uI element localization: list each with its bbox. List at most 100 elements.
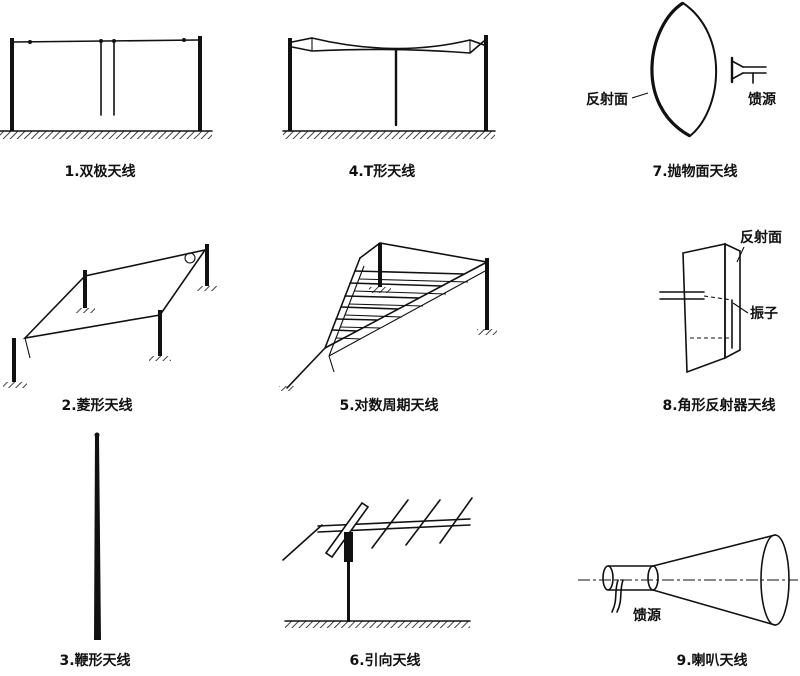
right-pole	[198, 36, 202, 131]
whip-rod	[94, 436, 101, 640]
left-boundary-lower	[328, 265, 365, 357]
dipole-wire	[13, 39, 199, 43]
right-pole	[484, 35, 488, 131]
top-wire-lower	[291, 40, 485, 54]
whip-tip	[94, 432, 100, 438]
caption-rhombic: 2.菱形天线	[61, 397, 132, 414]
mast-clamp	[344, 532, 353, 562]
pole	[205, 244, 209, 286]
caption-corner-reflector: 8.角形反射器天线	[662, 397, 775, 414]
panel-whip-antenna: 3.鞭形天线	[59, 432, 131, 669]
horn-aperture	[760, 534, 790, 626]
panel-dipole-antenna: 1.双极天线	[0, 36, 213, 180]
caption-parabolic: 7.抛物面天线	[652, 163, 737, 180]
element-lower	[353, 290, 447, 295]
panel-log-periodic-antenna: 5.对数周期天线	[279, 242, 497, 414]
ground-hatch	[369, 287, 391, 293]
panel-yagi-antenna: 6.引向天线	[282, 497, 473, 669]
insulator	[28, 40, 32, 44]
pole	[158, 310, 162, 356]
reflector-label: 反射面	[586, 91, 628, 108]
element	[349, 282, 443, 287]
panel-parabolic-antenna: 反射面 馈源 7.抛物面天线	[586, 1, 776, 180]
waveguide-end	[602, 565, 614, 591]
dipole-elements	[331, 270, 469, 340]
reflector-leader-line	[736, 246, 745, 263]
caption-yagi: 6.引向天线	[349, 652, 420, 669]
element-lower	[344, 314, 403, 318]
panel-rhombic-antenna: 2.菱形天线	[3, 244, 217, 414]
horn-edge-lower	[652, 589, 776, 626]
director-element	[405, 499, 441, 546]
element-lower	[339, 326, 382, 329]
pole	[83, 270, 87, 308]
ground-hatch	[283, 131, 495, 139]
panel-t-antenna: 4.T形天线	[282, 35, 496, 180]
reflector-plane-left	[682, 243, 726, 374]
element-lower	[335, 337, 362, 340]
element	[344, 295, 420, 299]
horn-edge-upper	[652, 534, 776, 567]
reflector-element	[282, 524, 323, 561]
mast	[347, 562, 350, 622]
ground-hatch	[149, 356, 171, 361]
ground-hatch	[75, 308, 95, 313]
caption-horn: 9.喇叭天线	[676, 652, 747, 669]
feed-line	[328, 355, 335, 373]
dipole-hidden	[703, 295, 733, 301]
insulator	[99, 39, 103, 43]
reflector-leader-line	[631, 92, 649, 99]
pole	[12, 338, 16, 382]
left-pole	[10, 38, 14, 131]
rhombus-wire	[22, 248, 207, 340]
reflector-label: 反射面	[740, 229, 782, 246]
center-mast	[378, 243, 382, 287]
reflector-rim	[650, 1, 691, 138]
left-pole	[288, 38, 292, 131]
right-pole	[485, 258, 489, 330]
caption-t-antenna: 4.T形天线	[349, 163, 416, 180]
reflector-plane-right	[724, 242, 741, 360]
feed-lead	[24, 337, 31, 359]
element	[340, 306, 399, 310]
right-boundary-lower	[328, 269, 488, 357]
boom-lower	[317, 524, 471, 533]
ground-hatch	[3, 382, 27, 388]
feed-label: 馈源	[633, 607, 661, 624]
ground-hatch	[279, 386, 295, 391]
director-element	[371, 499, 409, 549]
dipole-leader-line	[732, 302, 749, 314]
caption-whip: 3.鞭形天线	[59, 652, 130, 669]
caption-log-periodic: 5.对数周期天线	[339, 397, 438, 414]
element	[331, 329, 358, 332]
panel-horn-antenna: 馈源 9.喇叭天线	[578, 534, 798, 669]
panel-corner-reflector-antenna: 反射面 振子 8.角形反射器天线	[659, 229, 782, 414]
element	[354, 270, 465, 275]
ground-hatch	[197, 286, 217, 291]
ground-hatch	[477, 329, 497, 335]
element-lower	[348, 303, 424, 307]
director-element	[439, 497, 473, 544]
top-support-wire	[359, 242, 488, 263]
ground-hatch	[0, 131, 212, 139]
feed-edge	[731, 60, 744, 68]
feed-wire	[616, 579, 624, 613]
feed-horn	[730, 56, 767, 84]
left-boundary	[324, 257, 361, 349]
element-lower	[358, 278, 469, 283]
insulator	[182, 38, 186, 42]
dipole-label: 振子	[750, 305, 778, 322]
element	[335, 318, 378, 321]
terminating-loop	[184, 252, 196, 264]
horn-throat	[647, 565, 659, 591]
reflector-dish	[651, 1, 718, 138]
feed-wire	[611, 579, 619, 613]
feed-label: 馈源	[748, 91, 776, 108]
caption-dipole: 1.双极天线	[64, 163, 135, 180]
boom-upper	[317, 518, 471, 527]
feed-edge	[731, 72, 744, 80]
ground-hatch	[285, 621, 470, 628]
guy-wire	[286, 347, 326, 389]
driven-element	[324, 501, 370, 559]
